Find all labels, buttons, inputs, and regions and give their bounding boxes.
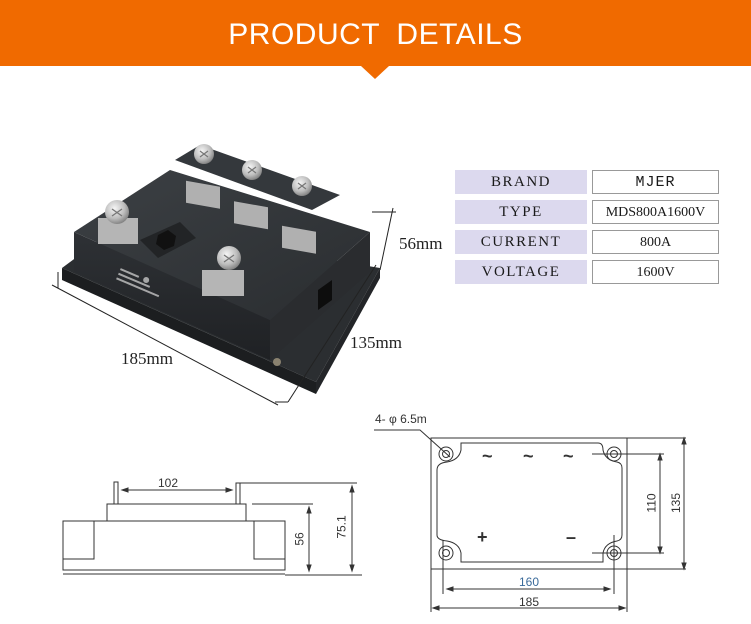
- terminal-screw: [186, 144, 220, 209]
- positive-terminal-symbol: +: [477, 527, 488, 547]
- side-lower-body: [62, 520, 286, 571]
- spec-value: MDS800A1600V: [592, 200, 719, 224]
- spec-row-voltage: VOLTAGE 1600V: [455, 260, 720, 284]
- photo-height-label: 56mm: [399, 234, 443, 253]
- spec-value: MJER: [592, 170, 719, 194]
- dim-overall-length: 185: [519, 595, 540, 609]
- photo-dimension-lines: [51, 207, 396, 406]
- spec-row-current: CURRENT 800A: [455, 230, 720, 254]
- negative-terminal-symbol: –: [566, 527, 577, 547]
- dim-overall-width: 135: [669, 492, 684, 514]
- terminal-screw: [202, 246, 244, 296]
- mounting-hole: [273, 358, 281, 366]
- spec-label: TYPE: [455, 200, 587, 224]
- mounting-hole: [438, 446, 454, 462]
- terminal-screw: [282, 176, 316, 254]
- spec-label: VOLTAGE: [455, 260, 587, 284]
- module-body-front: [74, 232, 270, 360]
- spec-row-type: TYPE MDS800A1600V: [455, 200, 720, 224]
- module-body-top: [74, 170, 370, 320]
- banner-pointer-arrow: [361, 66, 389, 79]
- dim-terminal-spacing: 102: [158, 476, 179, 490]
- header-banner: [0, 0, 751, 66]
- terminal-screw: [234, 160, 268, 230]
- ac-terminal-symbol: ~: [523, 446, 534, 466]
- spec-label: BRAND: [455, 170, 587, 194]
- mounting-hole: [438, 545, 454, 561]
- spec-value: 1600V: [592, 260, 719, 284]
- ac-terminal-symbol: ~: [563, 446, 574, 466]
- spec-value: 800A: [592, 230, 719, 254]
- photo-width-label: 135mm: [350, 333, 402, 352]
- page-title: PRODUCT DETAILS: [228, 18, 523, 51]
- spec-label: CURRENT: [455, 230, 587, 254]
- dim-hole-spacing-x: 160: [519, 575, 540, 589]
- ac-terminal-symbol: ~: [482, 446, 493, 466]
- terminal-screw: [98, 200, 138, 244]
- hole-spec-note: 4- φ 6.5m: [375, 412, 427, 426]
- dim-hole-spacing-y: 110: [644, 493, 659, 513]
- spec-row-brand: BRAND MJER: [455, 170, 720, 194]
- photo-length-label: 185mm: [121, 349, 173, 368]
